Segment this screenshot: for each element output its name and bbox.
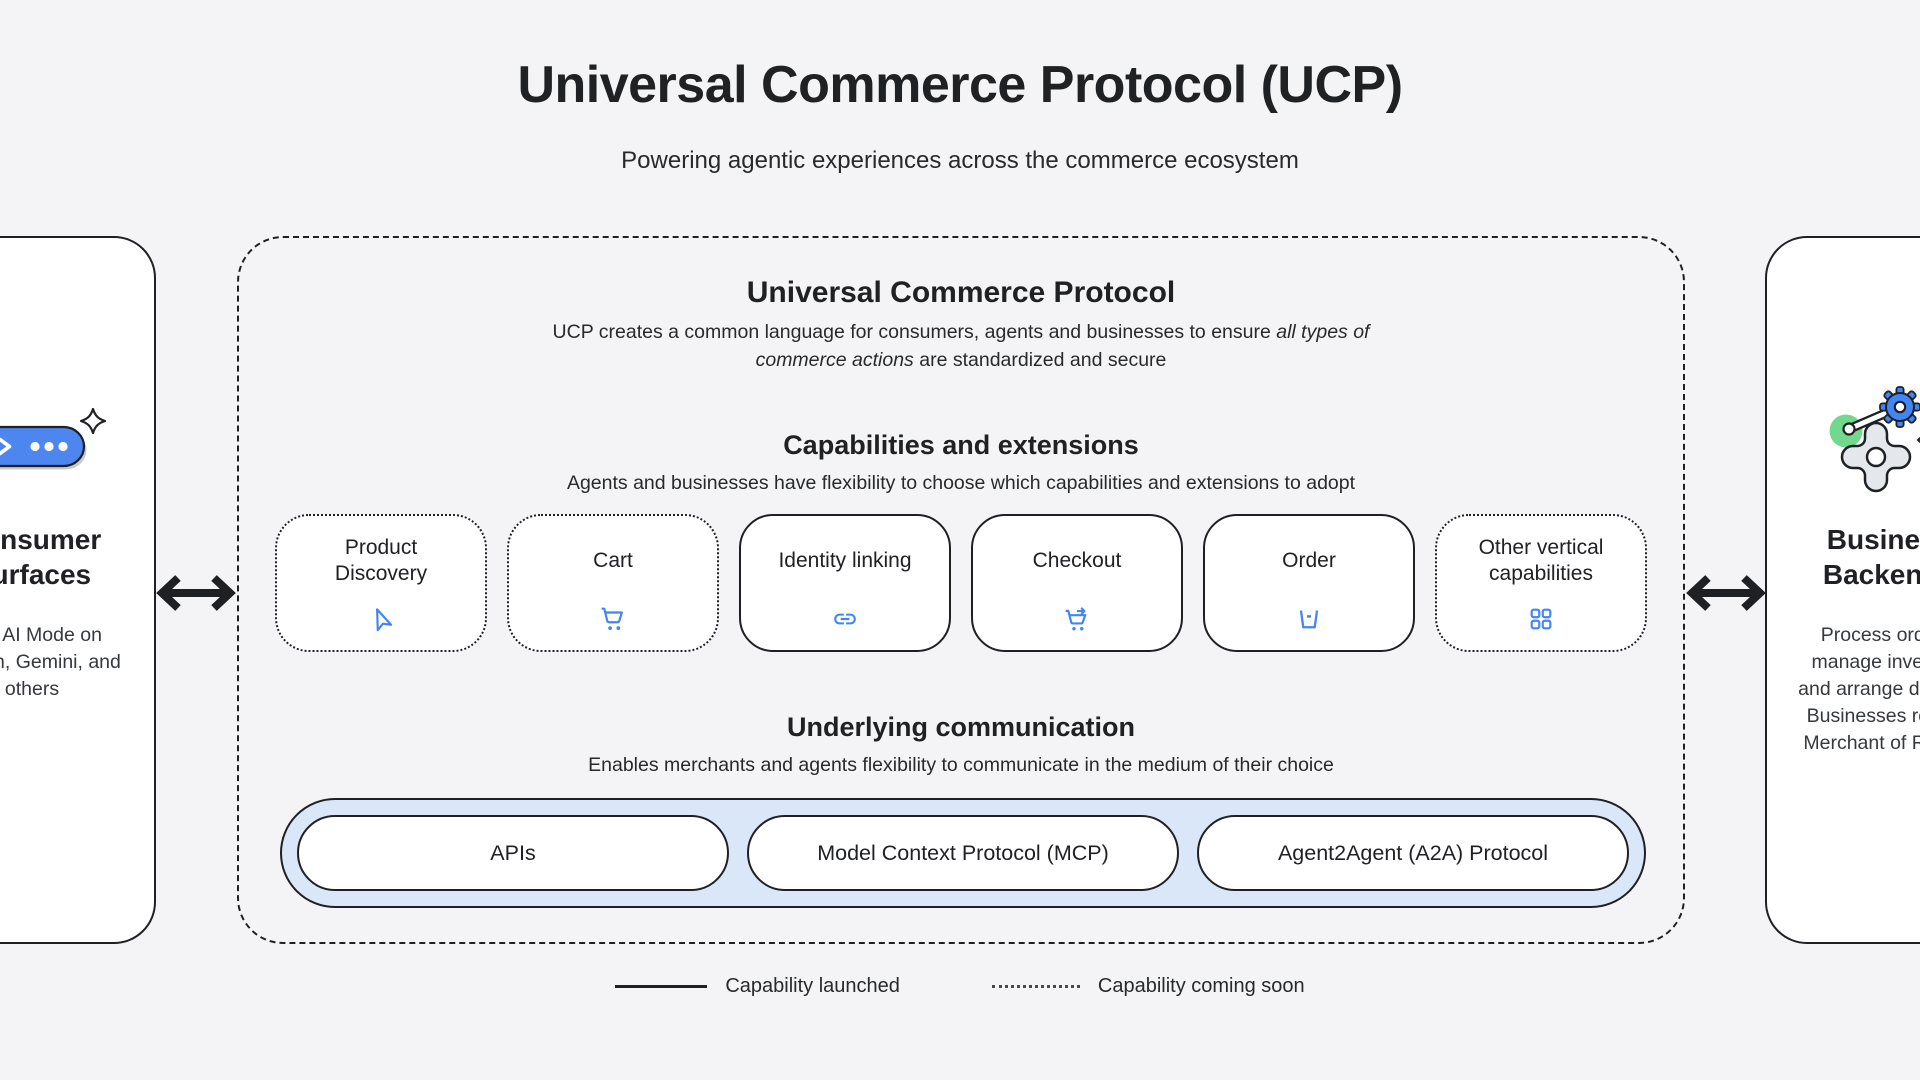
link-icon [832, 606, 858, 650]
shopping-cart-icon [600, 606, 626, 650]
communication-section-title: Underlying communication [786, 712, 1136, 742]
page-subtitle: Powering agentic experiences across the … [621, 147, 1299, 174]
consumer-surfaces-description: Like AI Mode on Search, Gemini, and othe… [0, 624, 121, 700]
chevron-right-icon [0, 437, 12, 456]
legend-item-launched: Capability launched [615, 975, 900, 998]
page-title: Universal Commerce Protocol (UCP) [517, 56, 1403, 114]
protocol-pill-apis: APIs [297, 815, 729, 891]
capability-card-checkout: Checkout [971, 514, 1183, 652]
ai-chat-pill-icon [0, 408, 107, 470]
capability-card-identity-linking: Identity linking [739, 514, 951, 652]
double-arrow-right-icon [1686, 575, 1766, 611]
capability-card-order: Order [1203, 514, 1415, 652]
capabilities-section-title: Capabilities and extensions [783, 430, 1139, 460]
blue-gear-shape [1879, 386, 1920, 428]
dotted-line-icon [991, 985, 1080, 988]
capability-card-cart: Cart [507, 514, 719, 652]
consumer-surfaces-title: Consumer Surfaces [0, 524, 102, 590]
capabilities-section-subtitle: Agents and businesses have flexibility t… [566, 472, 1356, 494]
capability-card-product-discovery: Product Discovery [275, 514, 487, 652]
order-box-icon [1296, 606, 1322, 650]
capability-card-other-vertical: Other vertical capabilities [1435, 514, 1647, 652]
ucp-panel-title: Universal Commerce Protocol [746, 276, 1176, 309]
business-backends-card: Business Backends Process orders, manage… [1765, 236, 1920, 944]
ucp-panel-description: UCP creates a common language for consum… [552, 321, 1370, 371]
protocols-container: APIs Model Context Protocol (MCP) Agent2… [280, 798, 1646, 908]
capabilities-row: Product Discovery Cart [239, 514, 1683, 652]
communication-section-subtitle: Enables merchants and agents flexibility… [588, 754, 1334, 776]
protocol-pill-mcp: Model Context Protocol (MCP) [747, 815, 1179, 891]
double-arrow-left-icon [156, 575, 236, 611]
cart-checkout-icon [1064, 606, 1090, 650]
consumer-surfaces-card: Consumer Surfaces Like AI Mode on Search… [0, 236, 156, 944]
legend-item-coming-soon: Capability coming soon [991, 975, 1305, 998]
ucp-panel: Universal Commerce Protocol UCP creates … [237, 236, 1685, 944]
business-backends-title: Business Backends [1822, 524, 1920, 590]
gears-linkage-icon [1829, 386, 1920, 493]
navigation-send-icon [368, 606, 394, 650]
protocol-pill-a2a: Agent2Agent (A2A) Protocol [1197, 815, 1629, 891]
solid-line-icon [615, 985, 708, 988]
grid-apps-icon [1528, 606, 1554, 650]
legend: Capability launched Capability coming so… [0, 975, 1920, 998]
legend-label-launched: Capability launched [725, 975, 900, 997]
legend-label-coming-soon: Capability coming soon [1097, 975, 1305, 997]
business-backends-description: Process orders, manage inventory and arr… [1798, 624, 1920, 754]
sparkle-icon [79, 408, 107, 435]
